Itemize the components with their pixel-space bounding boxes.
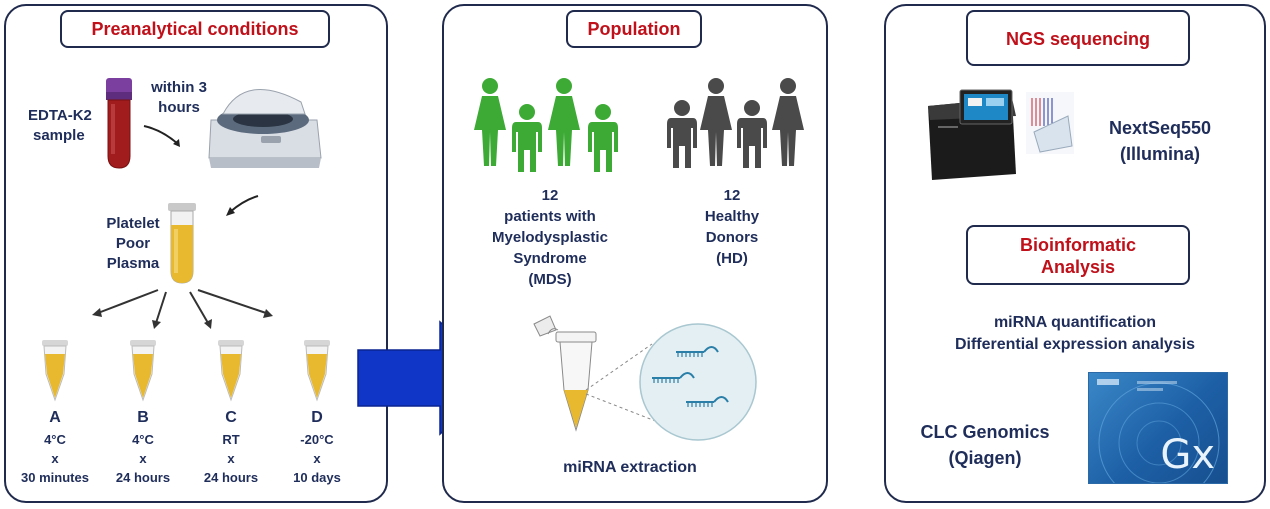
aliquot-arrows-icon (92, 289, 273, 329)
centrifuge-icon (208, 89, 322, 168)
condition-d-letter: D (311, 409, 323, 426)
donors-label-line1: 12 (723, 187, 741, 204)
donors-label-line4: (HD) (716, 250, 748, 267)
clc-genomics-icon: Gx (1088, 372, 1228, 484)
sample-label-line2: sample (33, 127, 85, 144)
sequencer-icon (928, 89, 1074, 180)
patients-label-line4: Syndrome (513, 250, 587, 267)
donors-label-line2: Healthy (704, 208, 760, 225)
condition-a-letter: A (49, 409, 61, 426)
patients-label-line2: patients with (504, 208, 596, 225)
bioinformatic-title-line1: Bioinformatic (1019, 235, 1136, 255)
time-label-line2: hours (158, 99, 200, 116)
ngs-title: NGS sequencing (966, 10, 1190, 66)
plasma-tube-icon (168, 203, 196, 284)
condition-d-x: x (313, 451, 321, 466)
condition-a-temp: 4°C (44, 432, 66, 447)
patients-label-line1: 12 (541, 187, 559, 204)
ppp-label-line1: Platelet (106, 215, 160, 232)
blood-tube-icon (106, 78, 132, 169)
condition-c-x: x (227, 451, 235, 466)
condition-d-temp: -20°C (300, 432, 334, 447)
preanalytical-title: Preanalytical conditions (60, 10, 330, 48)
analysis-label-line1: miRNA quantification (993, 314, 1157, 331)
population-panel (442, 4, 828, 503)
condition-b-temp: 4°C (132, 432, 154, 447)
sequencer-label-line1: NextSeq550 (1108, 118, 1212, 138)
patients-group-icon (474, 78, 618, 172)
condition-c-letter: C (225, 409, 237, 426)
software-label-line1: CLC Genomics (920, 422, 1050, 442)
donors-label-line3: Donors (705, 229, 759, 246)
condition-c-time: 24 hours (203, 470, 259, 485)
patients-label-line5: (MDS) (528, 271, 572, 288)
sequencer-label-line2: (Illumina) (1120, 144, 1200, 164)
aliquot-tube-a-icon (42, 340, 68, 402)
time-label-line1: within 3 (151, 79, 207, 96)
aliquot-tube-c-icon (218, 340, 244, 402)
sample-label-line1: EDTA-K2 (28, 107, 92, 124)
condition-a-time: 30 minutes (21, 470, 89, 485)
mirna-extraction-label: miRNA extraction (563, 459, 697, 476)
preanalytical-panel (4, 4, 388, 503)
clc-genomics-icon-text: Gx (1160, 432, 1215, 478)
bioinformatic-title: Bioinformatic Analysis (966, 225, 1190, 285)
aliquot-tube-b-icon (130, 340, 156, 402)
condition-c-temp: RT (222, 432, 240, 447)
software-label-line2: (Qiagen) (948, 448, 1022, 468)
bioinformatic-title-line2: Analysis (1040, 257, 1116, 277)
condition-b-letter: B (137, 409, 149, 426)
aliquot-tube-d-icon (304, 340, 330, 402)
condition-b-time: 24 hours (115, 470, 171, 485)
condition-a-x: x (51, 451, 59, 466)
analysis-label-line2: Differential expression analysis (954, 336, 1196, 353)
to-centrifuge-arrow-icon (143, 125, 180, 147)
donors-group-icon (667, 78, 804, 168)
ppp-label-line3: Plasma (106, 255, 160, 272)
condition-d-time: 10 days (293, 470, 341, 485)
condition-b-x: x (139, 451, 147, 466)
to-plasma-arrow-icon (226, 195, 259, 216)
population-title: Population (566, 10, 702, 48)
patients-label-line3: Myelodysplastic (492, 229, 608, 246)
ppp-label-line2: Poor (115, 235, 151, 252)
mirna-extraction-icon (533, 315, 757, 441)
